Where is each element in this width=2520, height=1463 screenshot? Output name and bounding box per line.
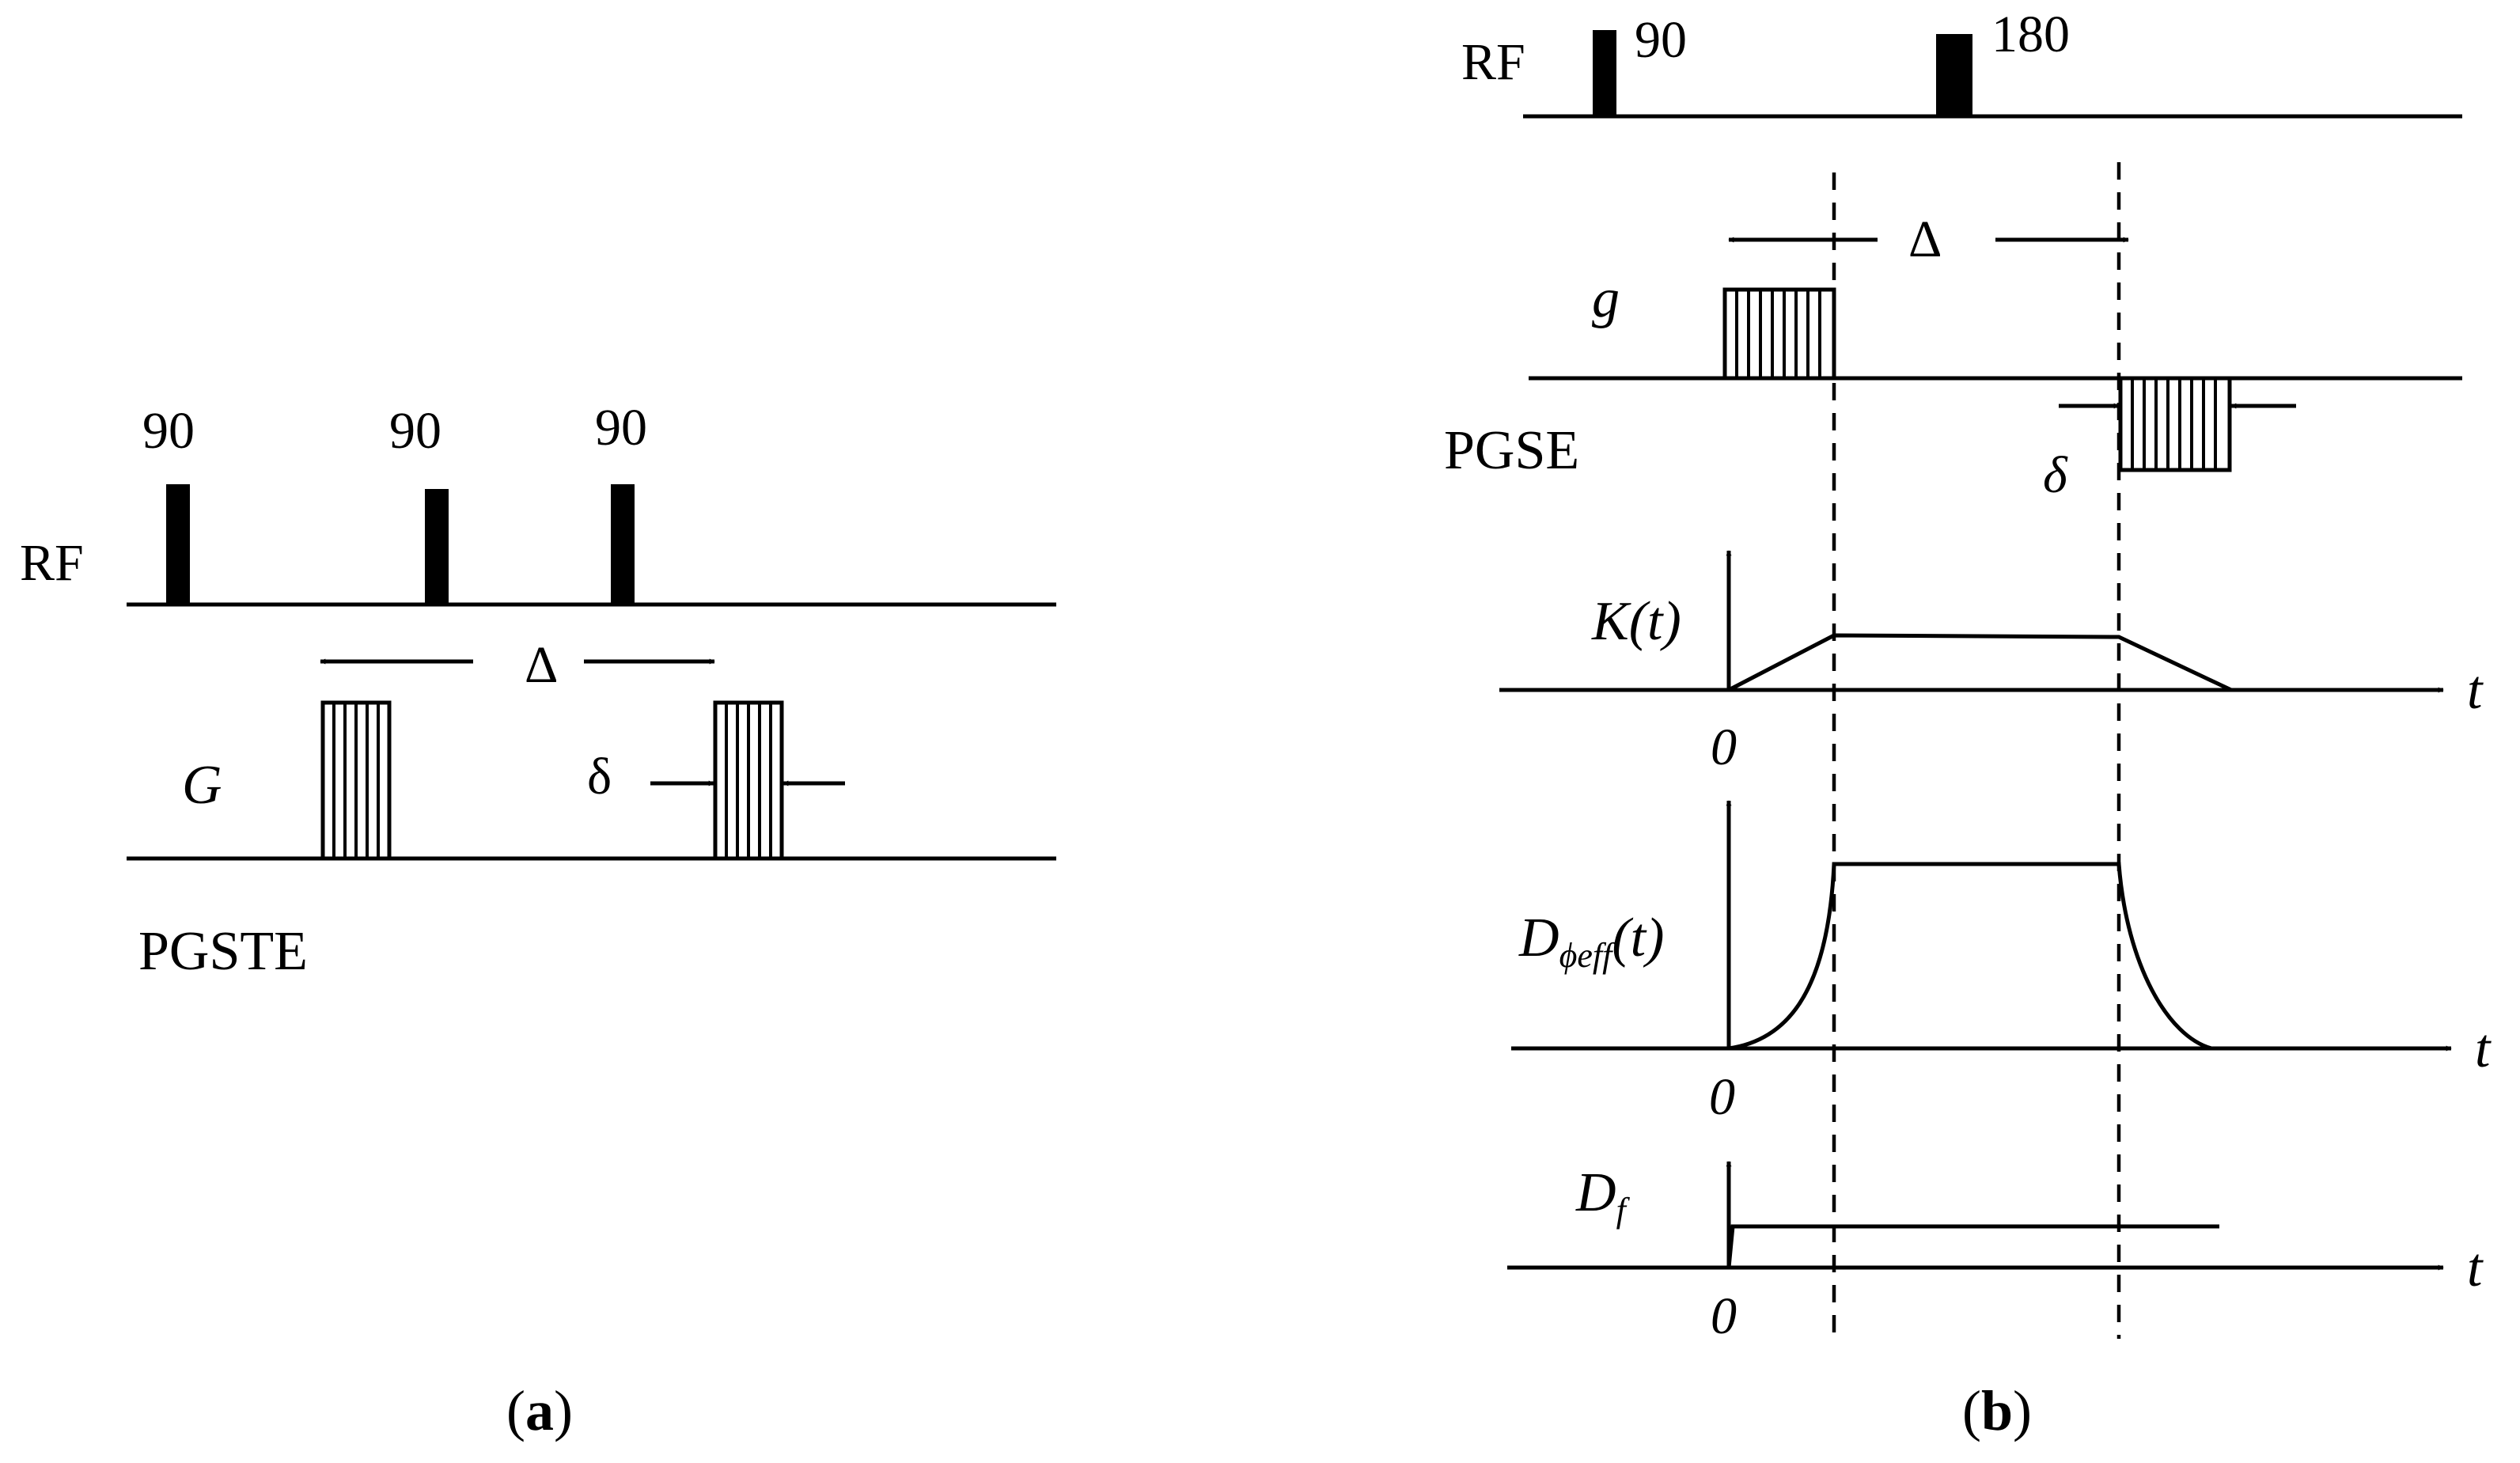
panel-b-dphi-label: Dϕeff(t) [1518,908,1664,975]
panel-b-gradient-lobe-positive [1722,287,1836,381]
panel-a-pulse-label-1: 90 [142,402,195,460]
panel-a-rf-label: RF [20,534,84,592]
panel-b-t-label-3: t [2467,1237,2484,1298]
panel-a-gradient-lobe-2 [713,700,784,861]
panel-b-delta-small: δ [2043,446,2068,504]
panel-b-gradient-label: g [1592,268,1620,329]
panel-b-df-label: Df [1575,1162,1631,1230]
panel-b-zero-label-3: 0 [1711,1287,1737,1345]
panel-b-rf-pulse-180 [1936,34,1972,116]
panel-a-pulse-label-3: 90 [595,399,647,457]
panel-b-pulse-label-180: 180 [1991,6,2070,63]
panel-b-pulse-label-90: 90 [1635,11,1687,69]
panel-a-delta-big: Δ [525,636,558,694]
panel-b-k-curve [1727,633,2233,692]
panel-a-rf-pulse-1 [166,484,190,605]
panel-b-rf-pulse-90 [1593,30,1616,116]
panel-b-df-curve [1726,1224,2219,1268]
panel-b-rf-label: RF [1461,33,1525,91]
panel-a-sequence-name: PGSTE [138,921,308,982]
panel-b-k-label: K(t) [1591,591,1681,652]
panel-b-caption: (b) [1962,1379,2032,1442]
panel-b-t-label-2: t [2475,1018,2492,1079]
panel-b-sequence-name: PGSE [1444,420,1579,481]
panel-a-rf-pulse-2 [425,489,449,605]
panel-b-zero-label-2: 0 [1709,1068,1735,1126]
panel-a-caption: (a) [506,1379,573,1442]
panel-b-zero-label-1: 0 [1711,718,1737,776]
panel-a-delta-small: δ [587,748,612,805]
panel-a-rf-pulse-3 [611,484,635,605]
panel-b-delta-big: Δ [1908,210,1942,268]
panel-b: RF 90 180 Δ g [1444,6,2492,1442]
panel-b-dphi-curve [1728,862,2212,1051]
panel-a-gradient-lobe-1 [320,700,392,861]
panel-b-gradient-lobe-negative [2118,376,2232,472]
panel-a-pulse-label-2: 90 [389,402,441,460]
panel-a: RF 90 90 90 Δ G δ [20,399,1056,1442]
panel-b-t-label-1: t [2467,660,2484,721]
panel-a-gradient-label: G [182,755,222,816]
